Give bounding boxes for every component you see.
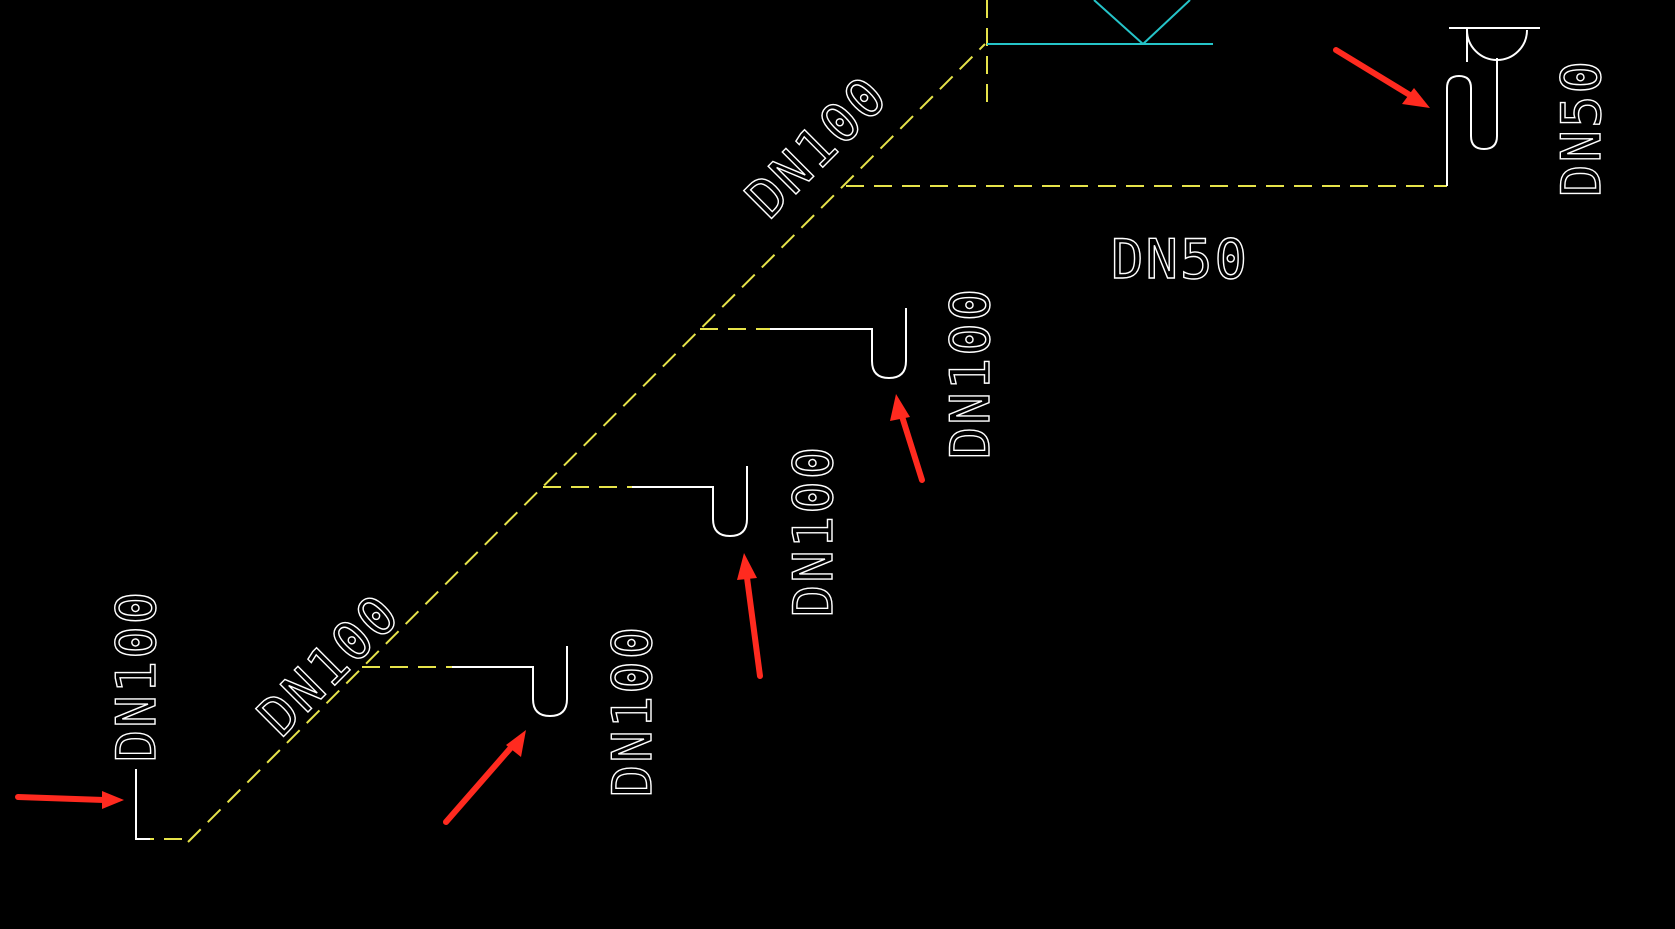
cyan-diagonal-right <box>1142 0 1191 45</box>
top-fixture <box>987 0 1213 45</box>
annotation-arrows <box>15 47 1430 825</box>
trap-branch-3 <box>362 646 568 718</box>
label-trap-3: DN100 <box>601 625 664 798</box>
label-branch-top-vertical: DN50 <box>1550 59 1613 197</box>
branch-top-trap <box>1446 62 1498 151</box>
outlet-left-elbow <box>135 769 150 840</box>
label-trap-1: DN100 <box>939 287 1002 460</box>
label-outlet-left: DN100 <box>105 590 168 763</box>
label-trap-2: DN100 <box>782 445 845 618</box>
trap-branch-2 <box>543 466 748 538</box>
main-diagonal-pipe <box>187 43 986 843</box>
red-arrow-icon <box>15 791 124 809</box>
branch-top <box>846 27 1540 187</box>
red-arrow-icon <box>890 394 925 483</box>
red-arrow-icon <box>443 730 526 825</box>
red-arrow-icon <box>737 553 763 679</box>
label-branch-top-horizontal: DN50 <box>1111 228 1249 291</box>
red-arrow-icon <box>1333 47 1430 108</box>
trap-1-u-bend <box>770 308 907 380</box>
trap-branch-1 <box>700 308 907 380</box>
trap-3-u-bend <box>452 646 568 718</box>
trap-2-u-bend <box>632 466 748 538</box>
cyan-diagonal-left <box>1093 0 1144 45</box>
outlet-left <box>135 769 150 840</box>
